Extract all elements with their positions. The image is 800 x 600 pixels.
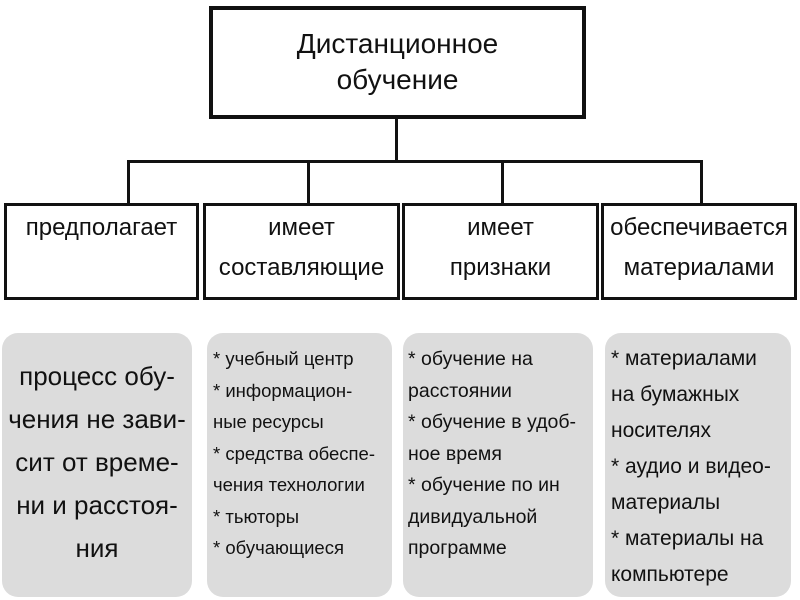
root-node-label: Дистанционное обучение: [296, 28, 499, 95]
detail-2-text: * учебный центр * информацион- ные ресур…: [213, 348, 376, 558]
branch-box-4: обеспечивается материалами: [601, 203, 797, 300]
detail-panel-3: * обучение на расстоянии * обучение в уд…: [403, 333, 593, 597]
branch-1-drop-line: [127, 160, 130, 205]
branch-4-label: обеспечивается материалами: [610, 214, 788, 281]
branch-2-label: имеет составляющие: [218, 214, 385, 281]
detail-panel-4: * материалами на бумажных носителях * ау…: [605, 333, 791, 597]
branch-4-drop-line: [700, 160, 703, 205]
branch-2-drop-line: [307, 160, 310, 205]
detail-1-text: процесс обу- чения не зави- сит от време…: [8, 361, 186, 563]
branch-box-1: предполагает: [4, 203, 199, 300]
detail-3-text: * обучение на расстоянии * обучение в уд…: [408, 348, 577, 559]
branch-3-drop-line: [501, 160, 504, 205]
detail-panel-2: * учебный центр * информацион- ные ресур…: [207, 333, 392, 597]
branch-3-label: имеет признаки: [449, 214, 552, 281]
detail-4-text: * материалами на бумажных носителях * ау…: [611, 347, 771, 586]
detail-panel-1: процесс обу- чения не зави- сит от време…: [2, 333, 192, 597]
branch-1-label: предполагает: [25, 214, 178, 241]
root-stem-line: [395, 119, 398, 163]
branch-box-3: имеет признаки: [402, 203, 599, 300]
root-node: Дистанционное обучение: [209, 6, 586, 119]
branch-box-2: имеет составляющие: [203, 203, 400, 300]
horizontal-bus-line: [127, 160, 703, 163]
